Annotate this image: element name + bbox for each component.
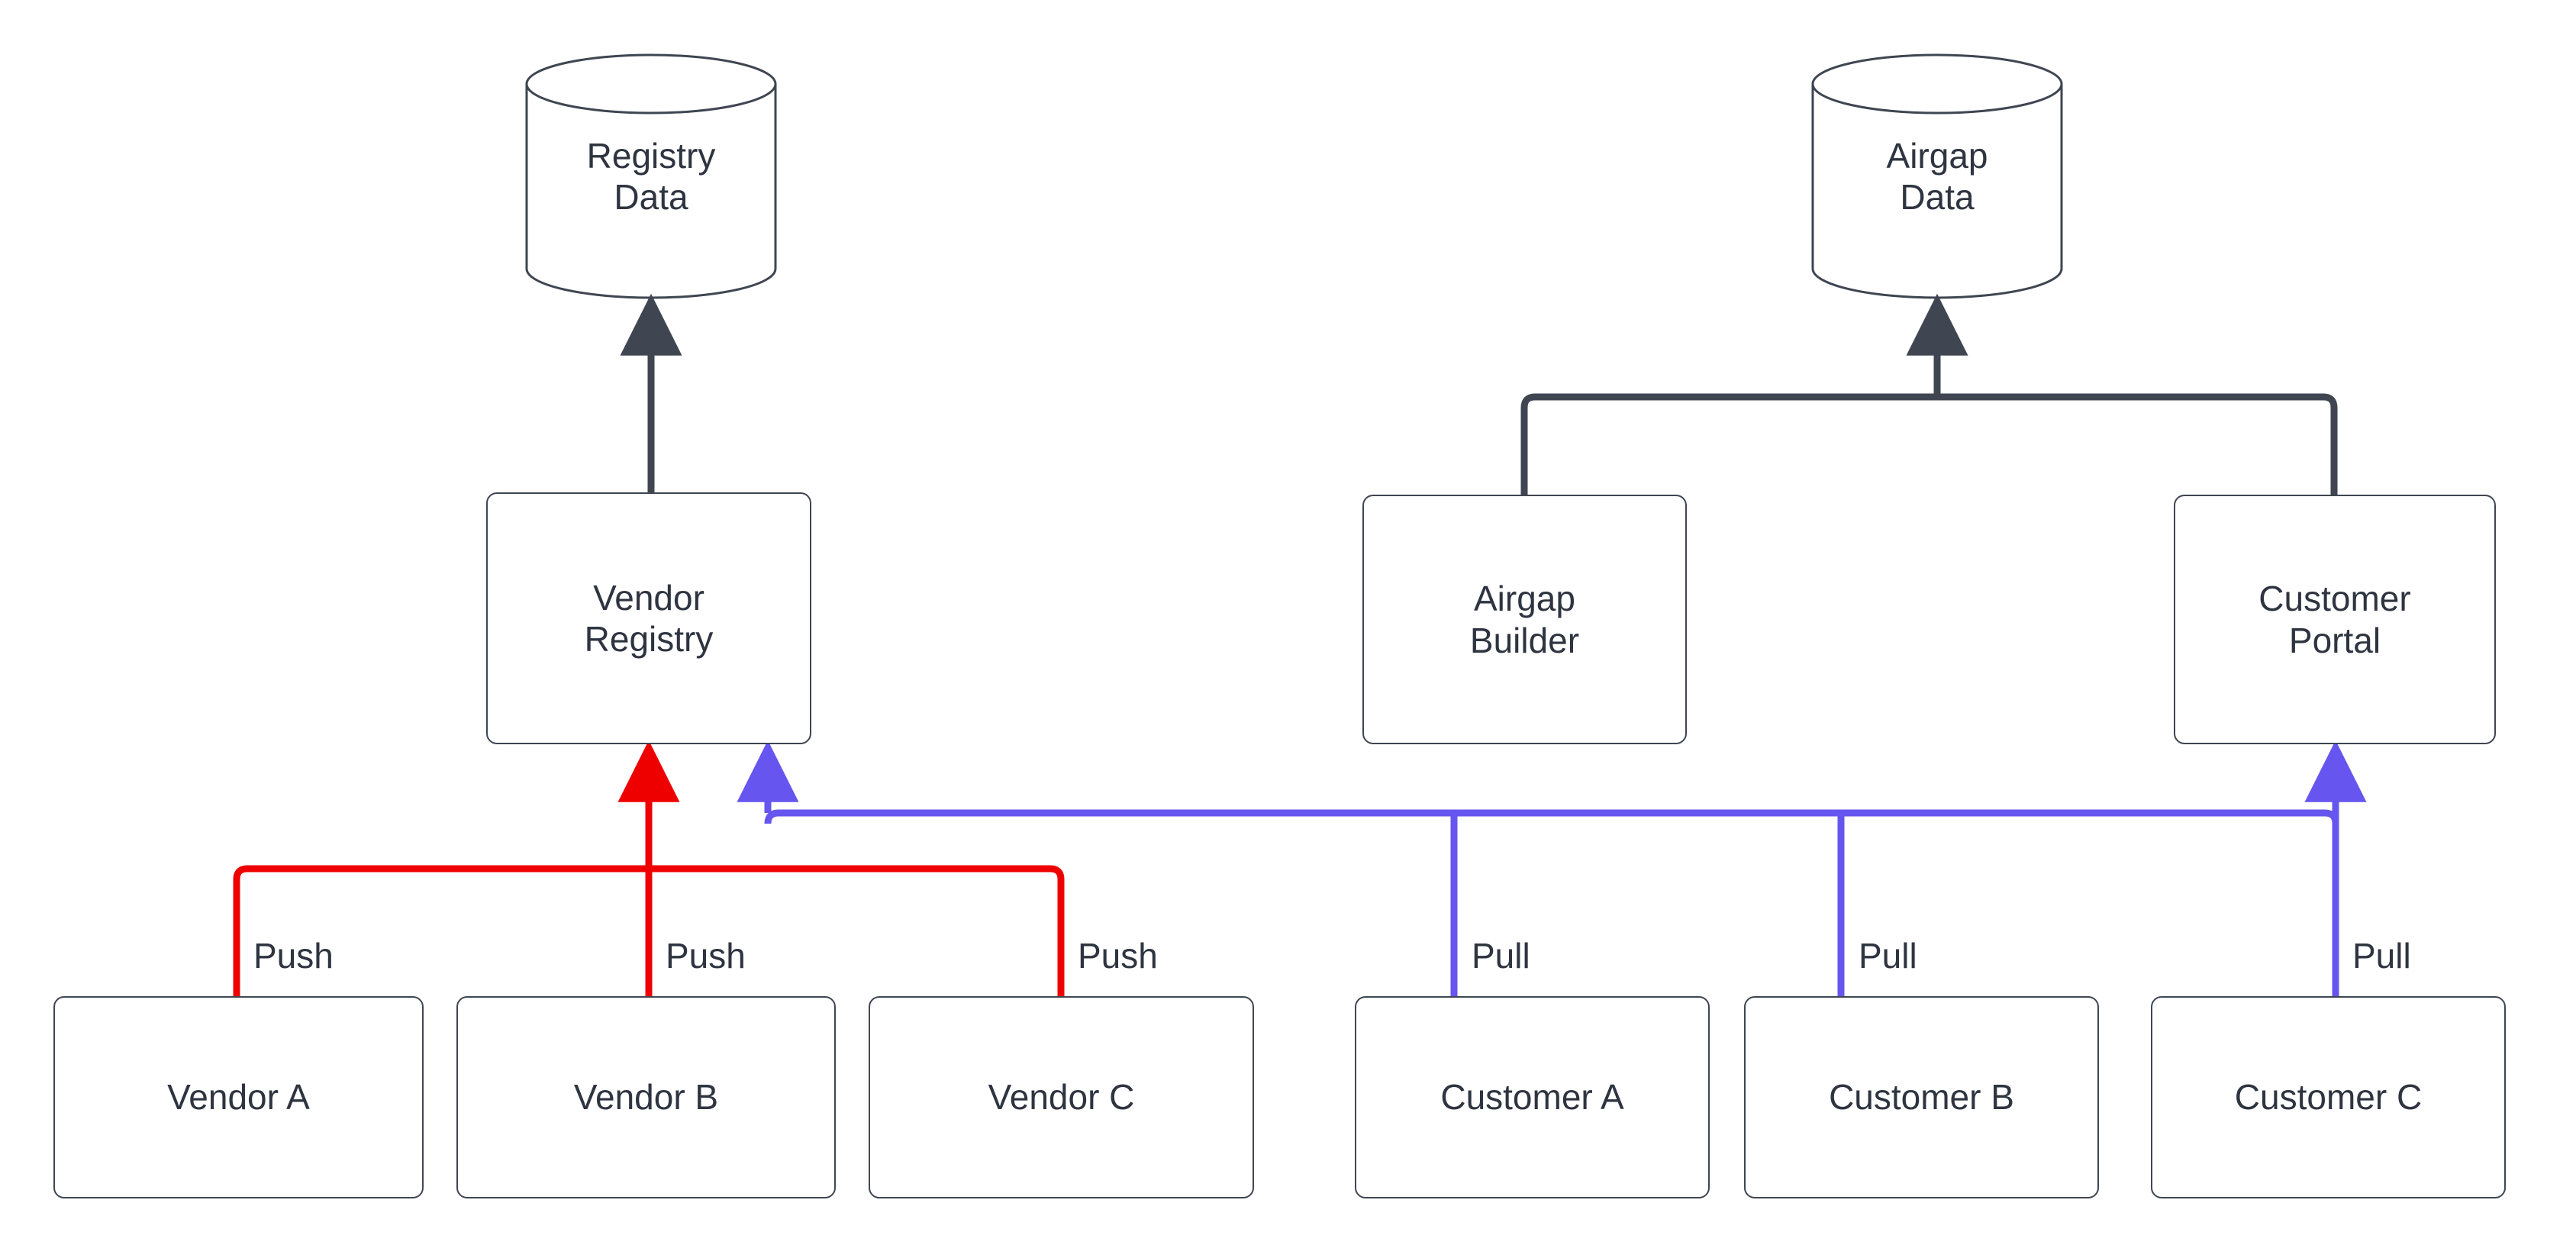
edge-airgap-builder-to-airgap-data <box>1520 393 1937 495</box>
customer-portal-label-line1: Customer <box>2258 579 2411 619</box>
registry-data-node[interactable]: Registry Data <box>527 55 775 298</box>
edge-label-pull-customer-a: Pull <box>1472 936 1530 976</box>
edge-push-vendor-a <box>233 865 649 996</box>
customer-c-node[interactable]: Customer C <box>2151 996 2506 1198</box>
vendor-registry-label-line1: Vendor <box>593 577 704 618</box>
airgap-data-label-line2: Data <box>1900 177 1975 217</box>
customer-b-node[interactable]: Customer B <box>1744 996 2099 1198</box>
edge-label-push-vendor-a: Push <box>253 936 334 976</box>
airgap-data-cylinder-shape <box>1811 53 2063 299</box>
vendor-c-label: Vendor C <box>988 1077 1135 1118</box>
registry-data-label-line1: Registry <box>586 135 716 176</box>
airgap-builder-label-line2: Builder <box>1469 620 1580 660</box>
edge-pull-backbone <box>764 809 2339 824</box>
airgap-builder-label-line1: Airgap <box>1474 579 1575 619</box>
edge-customer-portal-to-airgap-data <box>1937 393 2338 495</box>
vendor-b-node[interactable]: Vendor B <box>456 996 836 1198</box>
customer-a-node[interactable]: Customer A <box>1355 996 1710 1198</box>
vendor-b-label: Vendor B <box>573 1077 719 1118</box>
customer-c-label: Customer C <box>2234 1077 2423 1118</box>
airgap-builder-node[interactable]: Airgap Builder <box>1362 495 1687 744</box>
vendor-c-node[interactable]: Vendor C <box>869 996 1254 1198</box>
vendor-registry-node[interactable]: Vendor Registry <box>486 492 811 744</box>
customer-portal-label-line2: Portal <box>2288 620 2381 660</box>
vendor-a-node[interactable]: Vendor A <box>53 996 424 1198</box>
edge-label-pull-customer-c: Pull <box>2352 936 2411 976</box>
airgap-data-label-line1: Airgap <box>1886 135 1988 176</box>
registry-data-cylinder-shape <box>525 53 777 299</box>
edge-label-push-vendor-c: Push <box>1078 936 1158 976</box>
vendor-registry-label-line2: Registry <box>584 619 714 659</box>
customer-a-label: Customer A <box>1440 1077 1624 1118</box>
airgap-data-node[interactable]: Airgap Data <box>1813 55 2062 298</box>
edge-label-pull-customer-b: Pull <box>1859 936 1917 976</box>
customer-portal-node[interactable]: Customer Portal <box>2174 495 2496 744</box>
registry-data-label-line2: Data <box>614 177 688 217</box>
vendor-a-label: Vendor A <box>167 1077 310 1118</box>
edge-label-push-vendor-b: Push <box>666 936 746 976</box>
edge-push-vendor-c <box>649 865 1065 996</box>
customer-b-label: Customer B <box>1829 1077 2014 1118</box>
